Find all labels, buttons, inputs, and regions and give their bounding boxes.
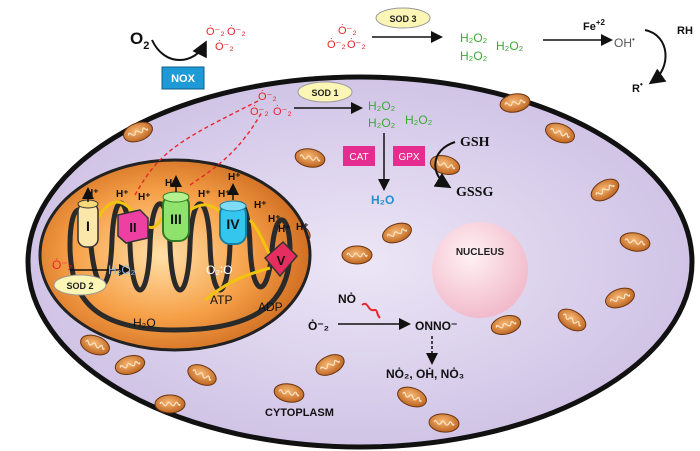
nucleus-label: NUCLEUS bbox=[456, 247, 505, 258]
mito-h2o2: H₂O₂ bbox=[108, 263, 136, 277]
onno-products: NȮ₂, OḢ, NȮ₃ bbox=[386, 366, 464, 381]
small-mitochondrion bbox=[294, 148, 326, 168]
small-mitochondrion bbox=[545, 122, 575, 144]
nox-enzyme bbox=[161, 66, 205, 90]
ros-diffusion-line-2 bbox=[189, 111, 263, 186]
cytoplasm-label: CYTOPLASM bbox=[265, 407, 334, 419]
hydroxyl-radical: OH• bbox=[614, 35, 635, 50]
r-label: R• bbox=[632, 80, 643, 95]
svg-text:H⁺: H⁺ bbox=[228, 172, 241, 183]
svg-text:I: I bbox=[86, 218, 90, 234]
svg-text:H⁺: H⁺ bbox=[278, 224, 291, 235]
nucleus bbox=[432, 222, 528, 318]
sod3-superoxide-3: Ȯ⁻₂ bbox=[347, 38, 366, 51]
small-mitochondrion bbox=[341, 245, 373, 265]
cyto-h2o2-2: H₂O₂ bbox=[368, 116, 396, 130]
small-mitochondrion bbox=[557, 308, 587, 332]
adp-label: ADP bbox=[258, 300, 283, 314]
small-mitochondrion bbox=[80, 334, 110, 356]
small-mitochondrion bbox=[154, 394, 186, 414]
small-mitochondrion bbox=[499, 93, 531, 113]
cyto-h2o2-1: H₂O₂ bbox=[368, 99, 396, 113]
mito-h2o: H₂O bbox=[133, 316, 156, 330]
cat-label: CAT bbox=[349, 152, 368, 163]
h2o2-ext-1: H₂O₂ bbox=[460, 31, 488, 45]
svg-text:H⁺: H⁺ bbox=[218, 189, 231, 200]
small-mitochondrion bbox=[187, 364, 217, 386]
h2o2-ext-3: H₂O₂ bbox=[460, 49, 488, 63]
mito-o2: O₂∶O bbox=[206, 263, 232, 277]
sod3-label: SOD 3 bbox=[389, 14, 416, 24]
no-squiggle bbox=[361, 302, 381, 319]
small-mitochondrion bbox=[605, 287, 635, 309]
complex-iii: III bbox=[162, 191, 190, 242]
superoxide-top-2: Ȯ⁻₂ bbox=[227, 25, 246, 38]
ros-diffusion-line-1 bbox=[134, 99, 261, 196]
small-mitochondrion bbox=[315, 354, 345, 376]
sod3-superoxide-1: Ȯ⁻₂ bbox=[338, 24, 357, 37]
cyto-h2o2-3: H₂O₂ bbox=[405, 113, 433, 127]
small-mitochondrion bbox=[273, 383, 305, 403]
extracellular-o2: O2 bbox=[130, 29, 149, 52]
gpx-label: GPX bbox=[398, 152, 419, 163]
gpx-enzyme bbox=[393, 146, 425, 166]
sod3-badge bbox=[375, 7, 431, 29]
atp-flow bbox=[204, 266, 271, 302]
cyto-h2o: H₂O bbox=[371, 193, 394, 207]
gsh-label: GSH bbox=[460, 135, 490, 150]
svg-text:V: V bbox=[277, 253, 286, 268]
nox-label: NOX bbox=[171, 73, 196, 85]
sod1-label: SOD 1 bbox=[311, 88, 338, 98]
small-mitochondrion bbox=[490, 314, 522, 336]
svg-text:H⁺: H⁺ bbox=[138, 192, 151, 203]
small-mitochondrion bbox=[382, 222, 412, 244]
complex-iv: IV bbox=[219, 200, 247, 245]
small-mitochondrion bbox=[619, 232, 651, 252]
fe-label: Fe+2 bbox=[583, 18, 606, 33]
svg-text:H⁺: H⁺ bbox=[116, 189, 129, 200]
h2o2-ext-2: H₂O₂ bbox=[496, 39, 524, 53]
svg-text:H⁺: H⁺ bbox=[296, 222, 309, 233]
svg-text:II: II bbox=[129, 220, 136, 235]
nox-arrow bbox=[151, 39, 207, 61]
small-mitochondrion bbox=[123, 121, 153, 143]
gssg-label: GSSG bbox=[456, 185, 493, 200]
svg-text:H⁺: H⁺ bbox=[268, 214, 281, 225]
small-mitochondrion bbox=[590, 178, 620, 202]
svg-text:H⁺: H⁺ bbox=[254, 200, 267, 211]
atp-label: ATP bbox=[210, 293, 232, 307]
sod2-label: SOD 2 bbox=[66, 281, 93, 291]
svg-text:IV: IV bbox=[226, 216, 240, 232]
svg-text:III: III bbox=[170, 211, 182, 227]
cat-enzyme bbox=[343, 146, 375, 166]
sod1-badge bbox=[297, 81, 353, 103]
small-mitochondrion bbox=[397, 386, 427, 408]
svg-text:H⁺: H⁺ bbox=[198, 189, 211, 200]
cyto-superoxide-1: Ȯ⁻₂ bbox=[258, 90, 277, 103]
small-mitochondrion bbox=[428, 413, 460, 433]
rh-label: RH bbox=[677, 25, 693, 37]
no-radical: NȮ bbox=[338, 291, 356, 306]
complex-v: V bbox=[263, 240, 299, 278]
small-mitochondrion bbox=[429, 154, 461, 176]
sod2-badge bbox=[53, 274, 107, 296]
rh-arrow bbox=[644, 29, 667, 85]
cyto-superoxide-2: Ȯ⁻₂ bbox=[250, 105, 269, 118]
small-mitochondrion bbox=[114, 354, 146, 376]
glutathione-arrow bbox=[433, 141, 456, 189]
onno-label: ONNO⁻ bbox=[415, 319, 457, 333]
cyto-superoxide-3: Ȯ⁻₂ bbox=[273, 105, 292, 118]
complex-ii: II bbox=[117, 209, 149, 244]
sod3-superoxide-2: Ȯ⁻₂ bbox=[327, 38, 346, 51]
superoxide-top-3: Ȯ⁻₂ bbox=[215, 40, 234, 53]
mito-superoxide: Ȯ⁻₂ bbox=[52, 258, 73, 272]
cyto-superoxide-onno: Ȯ⁻₂ bbox=[308, 318, 329, 333]
complex-i: I bbox=[77, 199, 99, 248]
superoxide-top-1: Ȯ⁻₂ bbox=[206, 25, 225, 38]
